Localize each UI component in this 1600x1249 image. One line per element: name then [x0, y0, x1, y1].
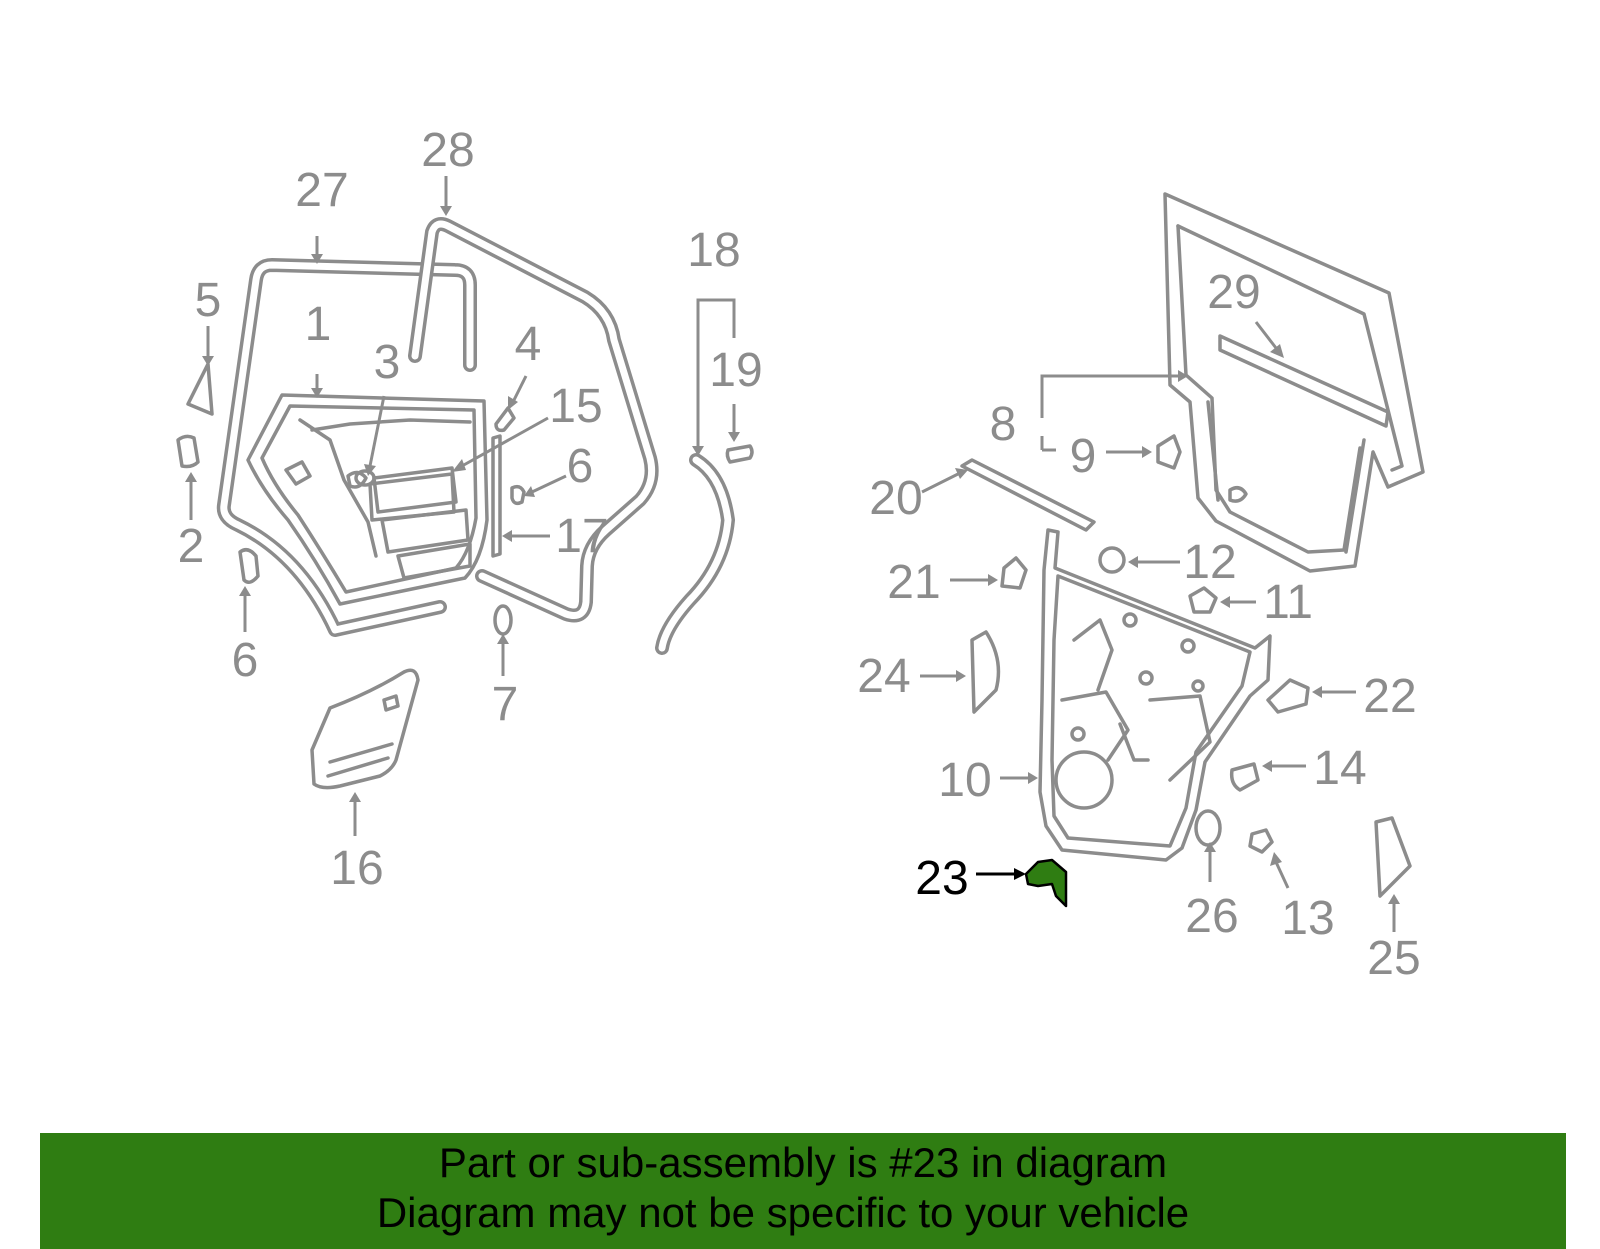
callout-6-right: 6: [567, 440, 594, 493]
part-11-clip: [1188, 586, 1218, 614]
part-26-cover: [1194, 809, 1222, 847]
banner-line-part-number: Part or sub-assembly is #23 in diagram: [438, 1139, 1168, 1186]
callout-7: 7: [492, 678, 519, 731]
callout-29: 29: [1207, 266, 1260, 319]
callout-26: 26: [1185, 890, 1238, 943]
callout-13: 13: [1281, 892, 1334, 945]
part-9-clip: [1156, 434, 1182, 470]
callout-9: 9: [1070, 430, 1097, 483]
part-13-screw: [1248, 828, 1274, 854]
callout-11: 11: [1263, 576, 1313, 629]
callout-3: 3: [374, 336, 401, 389]
part-19-grommet: [725, 444, 754, 464]
callout-15: 15: [549, 380, 602, 433]
part-3-clip: [354, 469, 376, 487]
callout-18: 18: [687, 224, 740, 277]
part-16-lower-trim: [310, 668, 420, 790]
callout-4: 4: [515, 318, 542, 371]
part-28-door-seal: [408, 217, 659, 623]
part-23-highlighted: [1024, 858, 1068, 908]
callout-25: 25: [1367, 932, 1420, 985]
part-12-grommet: [1098, 546, 1126, 574]
callout-10: 10: [938, 754, 991, 807]
callout-28: 28: [421, 124, 474, 177]
part-10-inner-panel: [1038, 528, 1272, 862]
leader-lines: [185, 176, 1400, 932]
part-25-wedge-trim: [1374, 816, 1412, 898]
callout-20: 20: [869, 472, 922, 525]
part-1-trim-panel: [246, 393, 489, 606]
part-7-plug: [493, 604, 513, 636]
callout-6-left: 6: [232, 634, 259, 687]
part-4-clip: [494, 406, 516, 433]
part-6-plug-right: [510, 484, 526, 506]
callout-23-highlighted: 23: [915, 852, 968, 905]
callout-27: 27: [295, 164, 348, 217]
callout-22: 22: [1363, 670, 1416, 723]
part-20-belt-strip: [960, 458, 1096, 532]
callout-labels: 1 2 3 4 5 6 6 7 8 9 10 11 12 13 14 15 16…: [178, 124, 1421, 985]
part-2-cap: [176, 434, 200, 469]
info-banner: Part or sub-assembly is #23 in diagram D…: [40, 1133, 1566, 1249]
part-15-trim-strip: [368, 472, 456, 522]
part-6-plug-left: [238, 548, 260, 584]
callout-8: 8: [990, 398, 1017, 451]
callout-24: 24: [857, 650, 910, 703]
part-29-door-frame: [1163, 192, 1425, 573]
part-21-bracket: [1000, 556, 1028, 590]
part-18-hose: [655, 453, 735, 655]
part-22-bracket: [1266, 678, 1310, 714]
callout-17: 17: [555, 510, 608, 563]
part-24-pull-handle: [970, 630, 1001, 714]
callout-2: 2: [178, 520, 205, 573]
callout-16: 16: [330, 842, 383, 895]
part-14-clip: [1229, 762, 1260, 792]
callout-1: 1: [305, 298, 332, 351]
callout-12: 12: [1183, 536, 1236, 589]
callout-5: 5: [195, 274, 222, 327]
part-17-strip: [491, 434, 502, 558]
part-27-weatherstrip: [216, 258, 477, 637]
callout-21: 21: [887, 556, 940, 609]
part-5-wedge: [186, 362, 214, 416]
callout-19: 19: [709, 344, 762, 397]
callout-14: 14: [1313, 742, 1366, 795]
banner-line-disclaimer: Diagram may not be specific to your vehi…: [376, 1189, 1190, 1236]
